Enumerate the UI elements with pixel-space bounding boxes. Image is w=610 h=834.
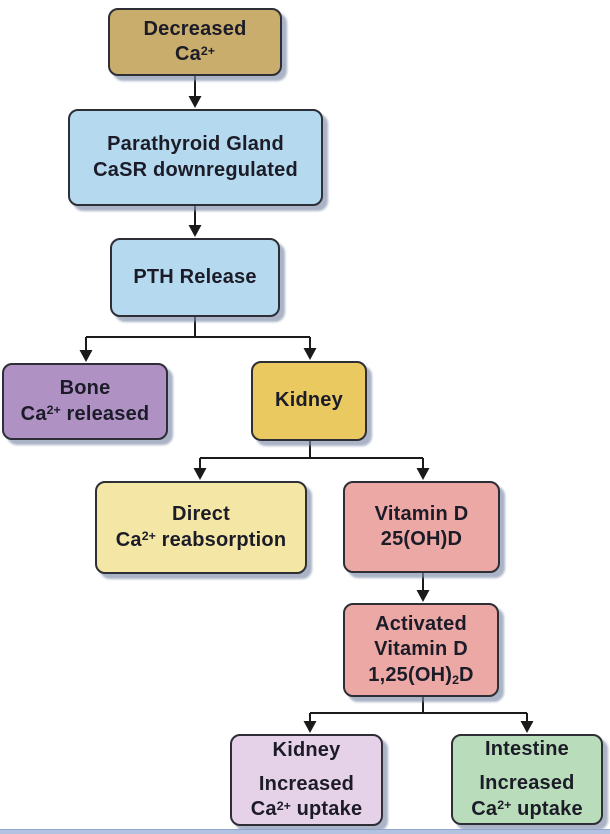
- arrowhead-to-parathyroid: [188, 96, 202, 108]
- arrowhead-to-kidney: [303, 348, 317, 360]
- connector-activated-branch: [309, 697, 528, 722]
- arrowhead-to-vitamin-d: [416, 468, 430, 480]
- connector-pth-branch: [85, 317, 311, 351]
- arrowhead-to-activated: [416, 590, 430, 602]
- arrowhead-to-intestine-uptake: [520, 721, 534, 733]
- connector-kidney-branch: [199, 441, 424, 469]
- arrowhead-to-kidney-uptake: [303, 721, 317, 733]
- bottom-rule: [0, 829, 610, 834]
- arrowhead-to-pth: [188, 225, 202, 237]
- node-kidney: Kidney: [251, 361, 367, 441]
- node-pth-release: PTH Release: [110, 238, 280, 317]
- arrowhead-to-bone: [79, 350, 93, 362]
- arrowhead-to-direct: [193, 468, 207, 480]
